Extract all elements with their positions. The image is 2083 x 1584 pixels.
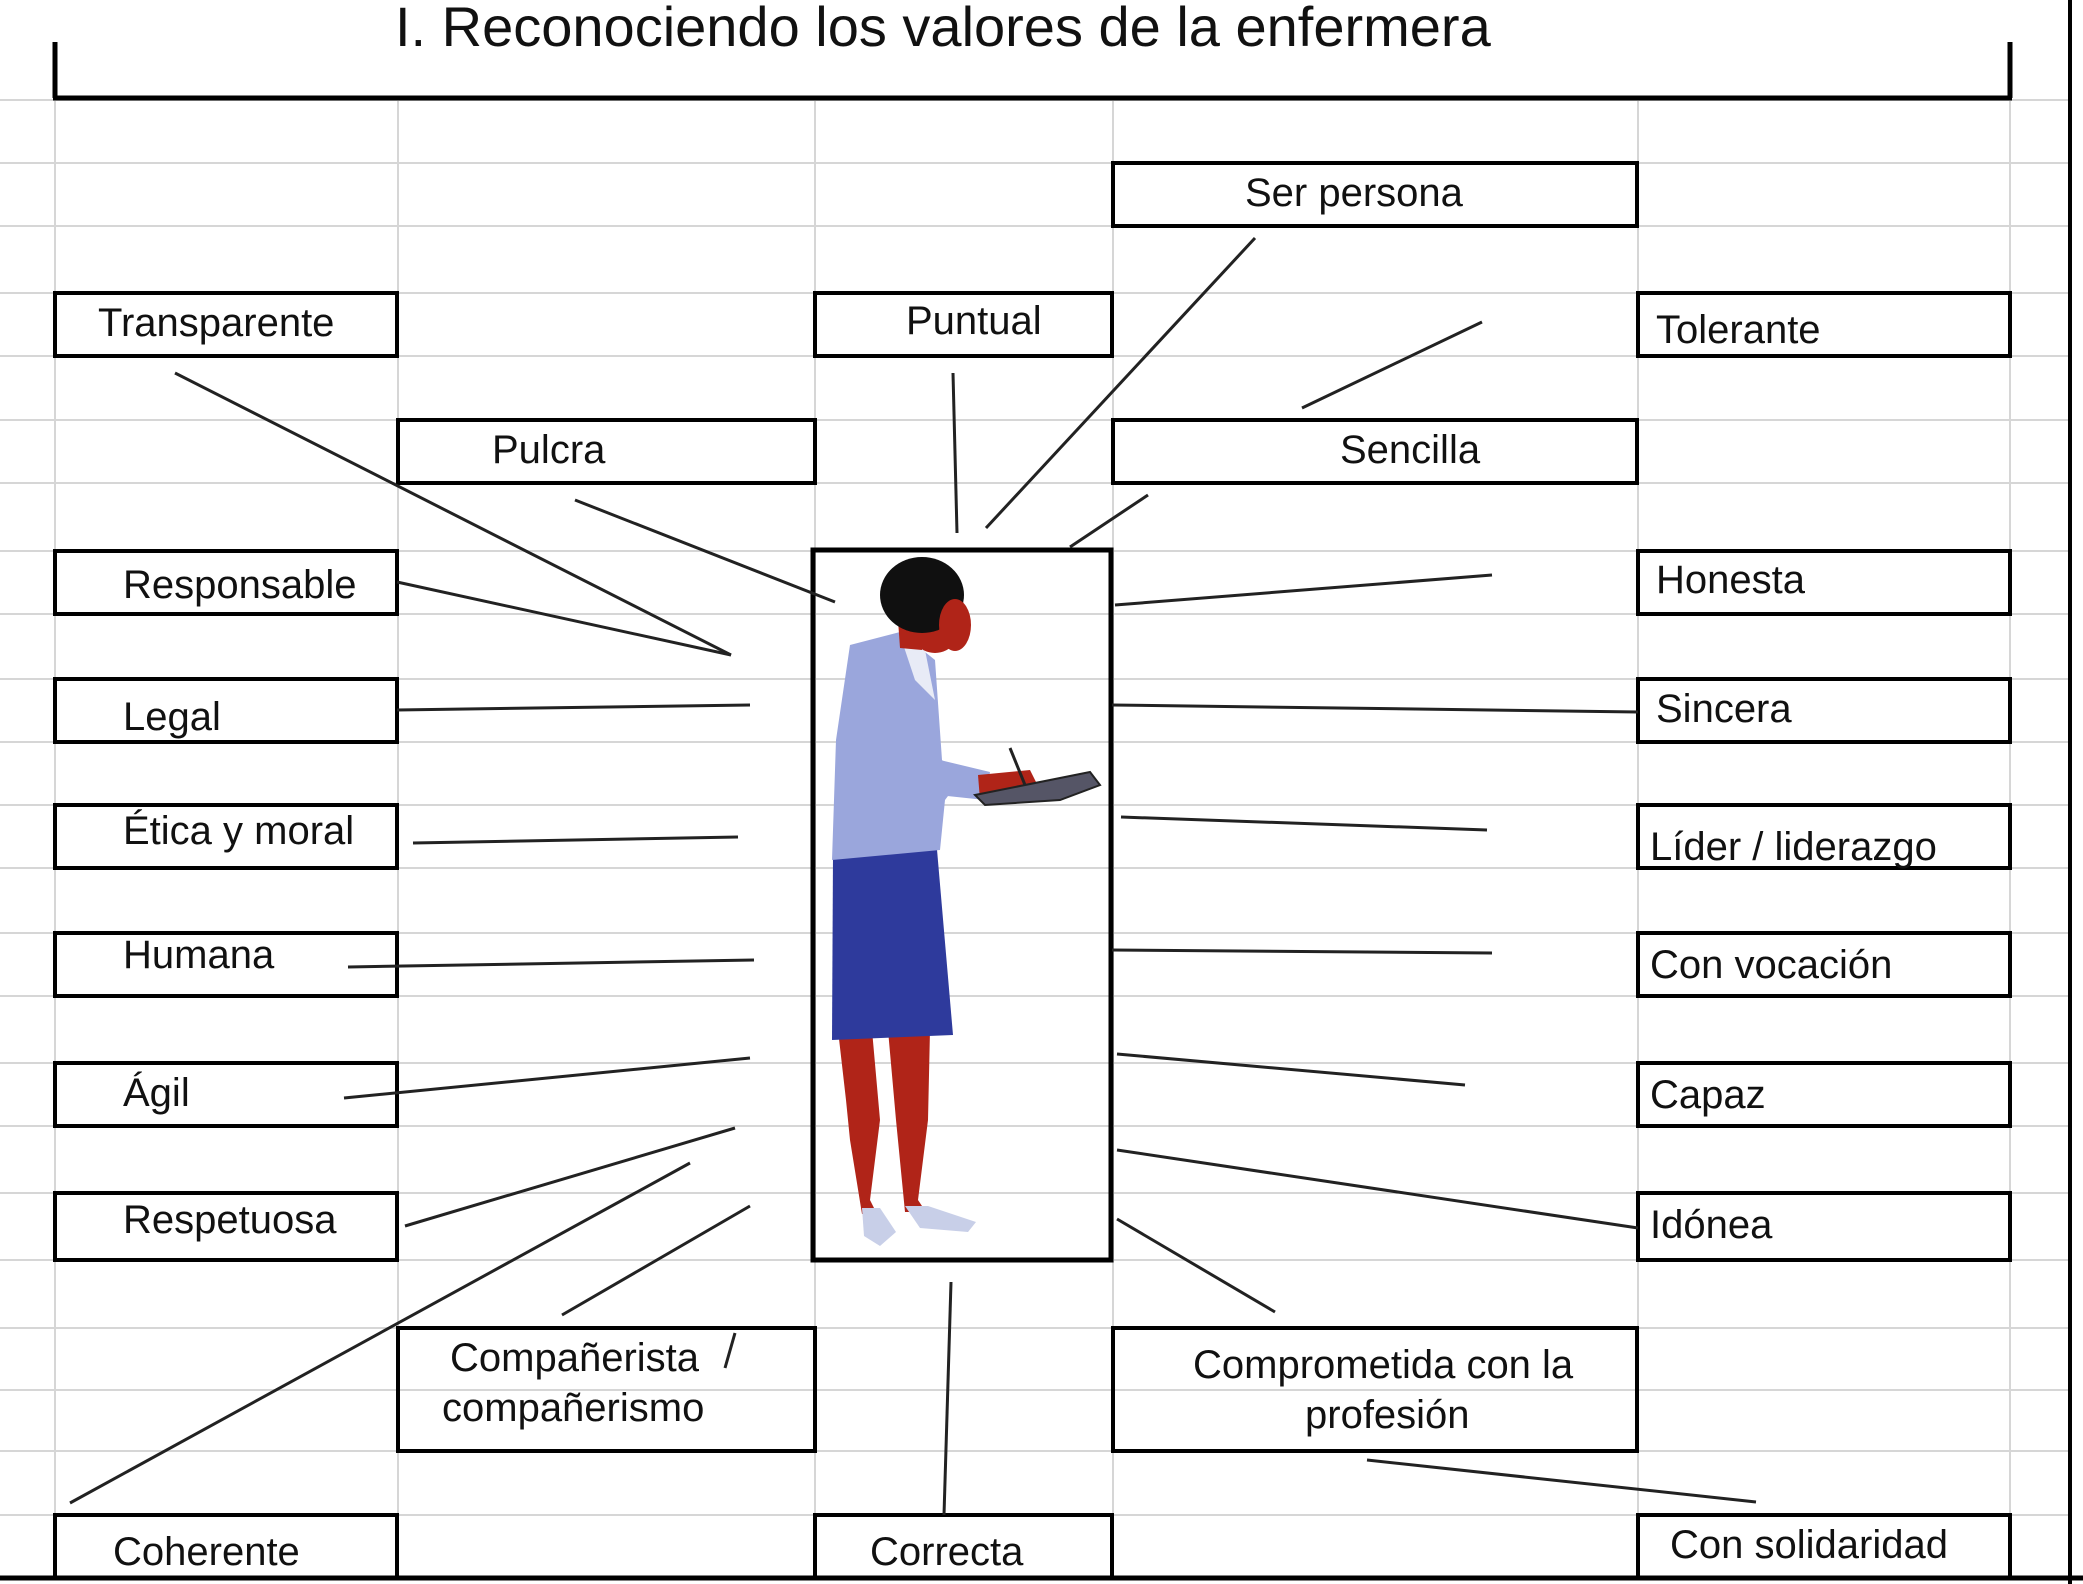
line-sencilla bbox=[1069, 493, 1149, 549]
line-responsable bbox=[396, 580, 732, 657]
box-pulcra bbox=[396, 418, 817, 485]
label-legal: Legal bbox=[123, 695, 221, 739]
label-lider: Líder / liderazgo bbox=[1650, 825, 1937, 869]
line-sincera bbox=[1111, 703, 1639, 714]
label-respetuosa: Respetuosa bbox=[123, 1198, 337, 1242]
nurse-figure bbox=[832, 557, 1102, 1246]
box-transparente bbox=[53, 291, 399, 358]
label-companerista-line1: Compañerista bbox=[450, 1336, 700, 1380]
line-tolerante bbox=[1301, 320, 1483, 410]
line-companerista-a bbox=[561, 1204, 751, 1317]
label-ser-persona: Ser persona bbox=[1245, 171, 1463, 215]
line-companerista-b bbox=[723, 1332, 737, 1369]
label-idonea: Idónea bbox=[1650, 1203, 1773, 1247]
box-lider bbox=[1636, 803, 2012, 870]
label-con-vocacion: Con vocación bbox=[1650, 943, 1893, 987]
line-coherente bbox=[69, 1161, 691, 1505]
box-puntual bbox=[813, 291, 1114, 358]
label-etica: Ética y moral bbox=[123, 809, 355, 853]
box-capaz bbox=[1636, 1061, 2012, 1128]
box-sencilla bbox=[1111, 418, 1639, 485]
label-honesta: Honesta bbox=[1656, 558, 1805, 602]
label-capaz: Capaz bbox=[1650, 1073, 1766, 1117]
box-respetuosa bbox=[53, 1191, 399, 1262]
line-con-vocacion bbox=[1111, 948, 1493, 955]
line-respetuosa bbox=[404, 1126, 736, 1228]
label-responsable: Responsable bbox=[123, 563, 357, 607]
box-agil bbox=[53, 1061, 399, 1128]
box-con-solidaridad bbox=[1636, 1513, 2012, 1580]
line-transparente bbox=[174, 371, 732, 657]
label-puntual: Puntual bbox=[906, 299, 1042, 343]
figure-frame bbox=[810, 547, 1114, 1263]
box-ser-persona bbox=[1111, 161, 1639, 228]
box-honesta bbox=[1636, 549, 2012, 616]
line-etica bbox=[412, 835, 739, 845]
title-bracket bbox=[52, 42, 2013, 101]
label-pulcra: Pulcra bbox=[492, 428, 606, 472]
nurse-clipboard bbox=[972, 770, 1102, 807]
line-con-solidaridad bbox=[1366, 1458, 1757, 1504]
line-capaz bbox=[1116, 1052, 1466, 1087]
label-transparente: Transparente bbox=[98, 301, 335, 345]
label-coherente: Coherente bbox=[113, 1530, 300, 1574]
line-pulcra bbox=[574, 498, 836, 604]
line-agil bbox=[343, 1056, 751, 1100]
line-legal bbox=[396, 703, 751, 712]
nurse-legs bbox=[838, 1030, 880, 1214]
nurse-shoes bbox=[862, 1208, 896, 1246]
label-agil: Ágil bbox=[123, 1071, 190, 1115]
box-companerista bbox=[396, 1326, 817, 1453]
box-con-vocacion bbox=[1636, 931, 2012, 998]
box-tolerante bbox=[1636, 291, 2012, 358]
line-lider bbox=[1120, 815, 1488, 832]
box-etica bbox=[53, 803, 399, 870]
label-tolerante: Tolerante bbox=[1656, 308, 1821, 352]
label-comprometida-line1: Comprometida con la bbox=[1193, 1343, 1574, 1387]
box-coherente bbox=[53, 1513, 399, 1580]
box-correcta bbox=[813, 1513, 1114, 1580]
label-correcta: Correcta bbox=[870, 1530, 1024, 1574]
line-honesta bbox=[1114, 573, 1493, 607]
line-comprometida bbox=[1116, 1217, 1276, 1314]
box-humana bbox=[53, 931, 399, 998]
line-idonea bbox=[1116, 1148, 1639, 1230]
label-con-solidaridad: Con solidaridad bbox=[1670, 1523, 1948, 1567]
nurse-blouse bbox=[832, 632, 960, 860]
box-comprometida bbox=[1111, 1326, 1639, 1453]
line-correcta bbox=[942, 1281, 953, 1516]
label-boxes bbox=[53, 161, 2012, 1580]
line-ser-persona bbox=[984, 236, 1257, 530]
page-title: I. Reconociendo los valores de la enferm… bbox=[395, 0, 1491, 58]
label-comprometida-line2: profesión bbox=[1305, 1393, 1470, 1437]
label-companerista-line2: compañerismo bbox=[442, 1386, 705, 1430]
label-humana: Humana bbox=[123, 933, 275, 977]
label-sincera: Sincera bbox=[1656, 687, 1792, 731]
connector-lines bbox=[69, 236, 1757, 1516]
line-humana bbox=[347, 958, 755, 969]
label-sencilla: Sencilla bbox=[1340, 428, 1481, 472]
nurse-skirt bbox=[832, 838, 953, 1040]
line-puntual bbox=[951, 372, 959, 534]
box-legal bbox=[53, 677, 399, 744]
